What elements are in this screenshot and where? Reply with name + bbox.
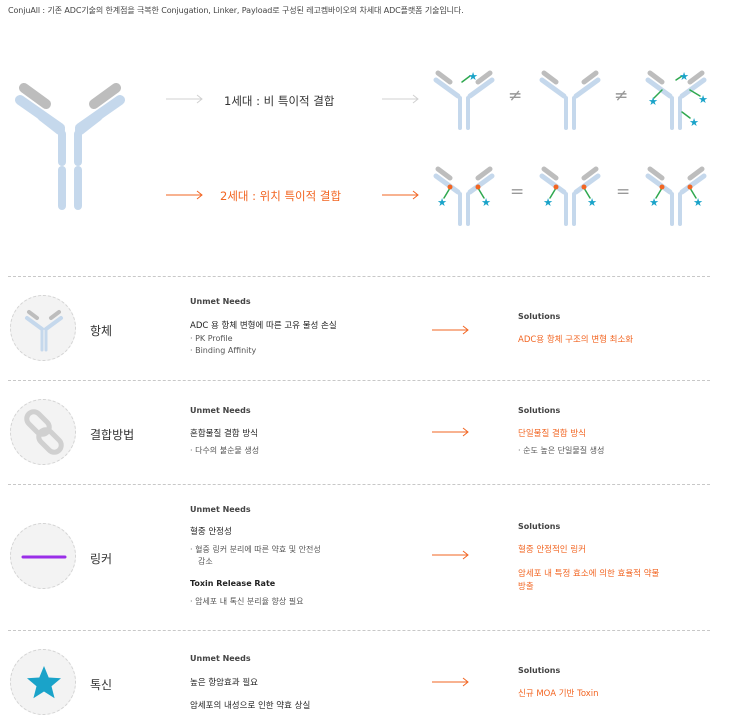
unmet-needs-title: Unmet Needs [190, 505, 251, 514]
solutions-title: Solutions [518, 406, 561, 415]
divider [8, 630, 710, 631]
unmet-main: ADC 용 항체 변형에 따른 고유 물성 손실 [190, 321, 337, 331]
arrow-icon [432, 427, 469, 437]
arrow-icon [166, 190, 203, 200]
arrow-icon [382, 190, 419, 200]
arrow-icon [166, 94, 203, 104]
unmet-sub: · Binding Affinity [190, 346, 257, 355]
gen2-label: 2세대 : 위치 특이적 결합 [220, 189, 342, 203]
solutions-title: Solutions [518, 522, 561, 531]
chain-link-icon [10, 399, 76, 465]
solution-text: 암세포 내 특정 효소에 의한 효율적 약물 [518, 569, 660, 579]
svg-text:★: ★ [679, 70, 689, 83]
solution-sub: · 순도 높은 단일물질 생성 [518, 446, 605, 455]
linker-line-icon [10, 523, 76, 589]
row-label-linker: 링커 [90, 552, 113, 566]
unmet-sub: · 암세포 내 톡신 분리율 향상 필요 [190, 597, 304, 606]
solutions-title: Solutions [518, 666, 561, 675]
solution-text: ADC용 항체 구조의 변형 최소화 [518, 335, 634, 345]
svg-text:★: ★ [437, 196, 447, 209]
solution-text: 혈중 안정적인 링커 [518, 545, 586, 555]
svg-text:★: ★ [468, 70, 478, 83]
solution-text: 신규 MOA 기반 Toxin [518, 689, 599, 699]
unmet-needs-title: Unmet Needs [190, 406, 251, 415]
antibody-plain-icon [539, 70, 601, 130]
svg-text:★: ★ [648, 95, 658, 108]
solutions-title: Solutions [518, 312, 561, 321]
svg-text:★: ★ [693, 196, 703, 209]
unmet-main: 높은 항암효과 필요 [190, 678, 258, 688]
adc-site-specific-icon: ★ ★ [433, 166, 495, 226]
row-label-antibody: 항체 [90, 324, 113, 338]
adc-site-specific-icon: ★ ★ [645, 166, 707, 226]
unmet-main: 암세포의 내성으로 인한 약효 상실 [190, 701, 311, 711]
equal-symbol: = [510, 182, 525, 202]
svg-text:★: ★ [587, 196, 597, 209]
star-icon [10, 649, 76, 715]
solution-text: 방출 [518, 582, 534, 592]
unmet-sub: · 다수의 불순물 생성 [190, 446, 260, 455]
not-equal-symbol: ≠ [508, 86, 523, 106]
unmet-needs-title: Unmet Needs [190, 654, 251, 663]
antibody-hero-icon [15, 83, 125, 210]
row-label-conjugation: 결합방법 [90, 428, 135, 442]
intro-text: ConjuAll : 기존 ADC기술의 한계점을 극복한 Conjugatio… [8, 6, 464, 15]
svg-text:★: ★ [543, 196, 553, 209]
arrow-icon [432, 550, 469, 560]
arrow-icon [382, 94, 419, 104]
adc-random-icon: ★ [433, 70, 495, 130]
solution-text: 단일물질 결합 방식 [518, 429, 586, 439]
svg-text:★: ★ [481, 196, 491, 209]
unmet-main-2: Toxin Release Rate [190, 579, 276, 588]
gen1-label: 1세대 : 비 특이적 결합 [224, 94, 335, 108]
arrow-icon [432, 325, 469, 335]
divider [8, 484, 710, 485]
svg-text:★: ★ [649, 196, 659, 209]
not-equal-symbol: ≠ [614, 86, 629, 106]
divider [8, 380, 710, 381]
row-label-toxin: 톡신 [90, 678, 113, 692]
equal-symbol: = [616, 182, 631, 202]
svg-text:★: ★ [689, 116, 699, 129]
unmet-sub: · PK Profile [190, 334, 233, 343]
unmet-sub: · 혈중 링커 분리에 따른 약효 및 안전성 [190, 545, 321, 554]
unmet-main: 혈중 안정성 [190, 527, 232, 537]
unmet-main: 혼합물질 결합 방식 [190, 429, 258, 439]
divider [8, 276, 710, 277]
unmet-sub: 감소 [198, 557, 213, 566]
arrow-icon [432, 677, 469, 687]
adc-site-specific-icon: ★ ★ [539, 166, 601, 226]
antibody-icon [10, 295, 76, 361]
unmet-needs-title: Unmet Needs [190, 297, 251, 306]
svg-text:★: ★ [698, 93, 708, 106]
adc-random-multi-icon: ★ ★ ★ ★ [645, 70, 708, 130]
